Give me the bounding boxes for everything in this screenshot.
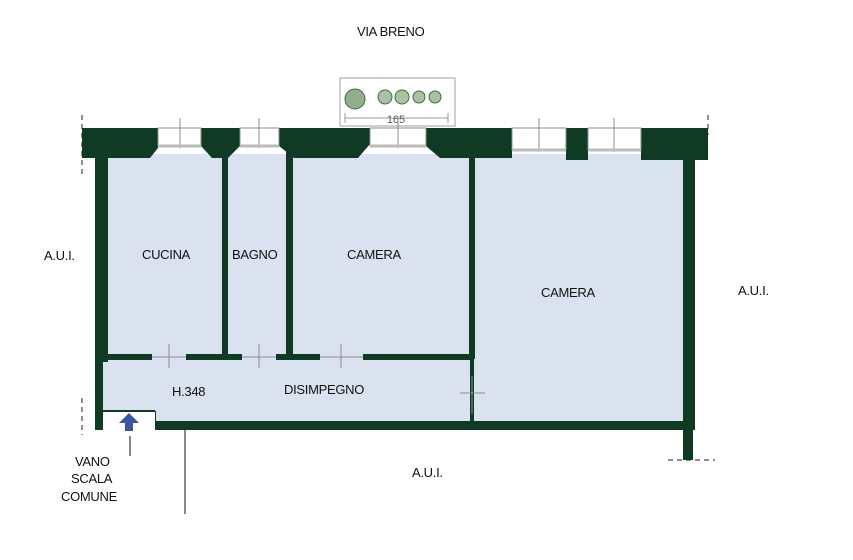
street-label: VIA BRENO (357, 24, 425, 39)
neighbor-label-left: A.U.I. (44, 248, 75, 263)
neighbor-label-right: A.U.I. (738, 283, 769, 298)
stair-label-line-3: COMUNE (61, 489, 117, 504)
room-label-bathroom: BAGNO (232, 247, 278, 262)
room-label-bedroom-1: CAMERA (347, 247, 401, 262)
balcony-dimension: 165 (387, 114, 405, 126)
entrance-arrow-icon (119, 413, 139, 431)
stair-label-line-2: SCALA (71, 471, 113, 486)
room-label-bedroom-2: CAMERA (541, 285, 595, 300)
exterior-walls (82, 128, 708, 460)
room-label-hallway: DISIMPEGNO (284, 382, 365, 397)
room-label-kitchen: CUCINA (142, 247, 191, 262)
ceiling-height-label: H.348 (172, 384, 206, 399)
boundary-marks (81, 115, 715, 461)
door-marks (152, 344, 485, 414)
neighbor-label-bottom: A.U.I. (412, 465, 443, 480)
floor-area (102, 154, 686, 423)
entrance (103, 410, 186, 514)
balcony: 165 (339, 77, 456, 127)
stair-label-line-1: VANO (75, 454, 110, 469)
plant-icon (344, 88, 442, 110)
windows (157, 118, 642, 152)
